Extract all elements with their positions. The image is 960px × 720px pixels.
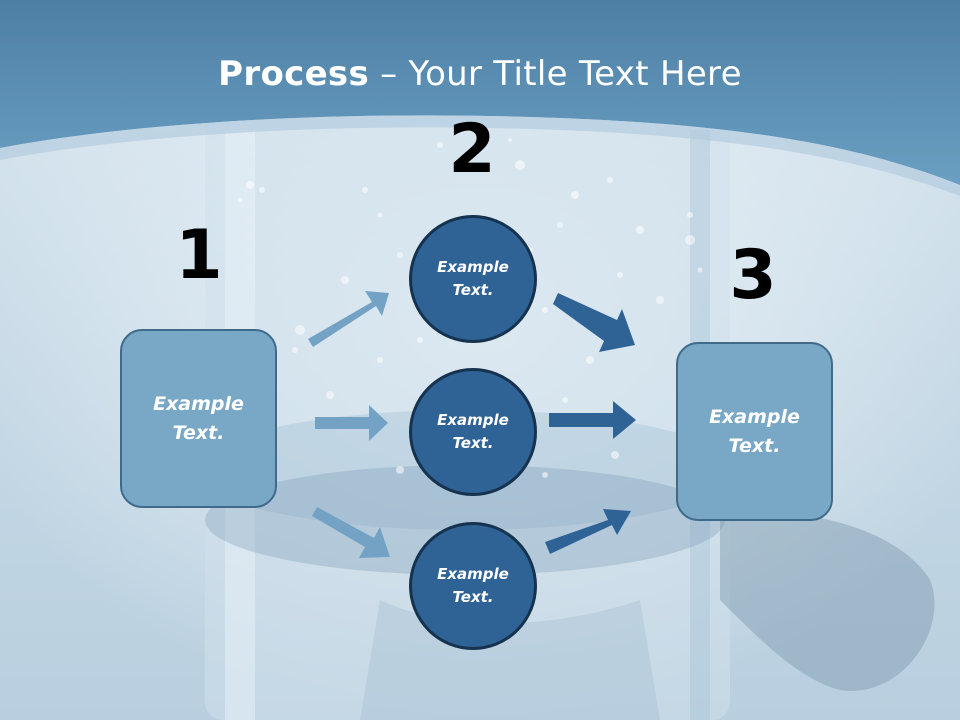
arrow-1-to-2c xyxy=(312,507,390,558)
step-number-2: 2 xyxy=(448,110,496,189)
arrow-2a-to-3 xyxy=(553,293,635,352)
step-2-circle-3-text: Example Text. xyxy=(437,565,509,606)
arrow-2c-to-3 xyxy=(545,509,631,554)
step-number-3: 3 xyxy=(729,236,777,315)
step-2-circle-2-text: Example Text. xyxy=(437,411,509,452)
step-number-1: 1 xyxy=(175,216,223,295)
title-bold: Process xyxy=(218,54,370,94)
step-2-circle-2: Example Text. xyxy=(409,368,537,496)
step-2-circle-1-text: Example Text. xyxy=(437,258,509,299)
arrow-2b-to-3 xyxy=(549,401,636,439)
arrow-1-to-2a xyxy=(308,291,389,347)
slide-title: Process – Your Title Text Here xyxy=(0,52,960,96)
step-1-box: Example Text. xyxy=(120,329,277,508)
step-3-box: Example Text. xyxy=(676,342,833,521)
step-1-text: Example Text. xyxy=(153,392,244,444)
step-3-text: Example Text. xyxy=(709,405,800,457)
step-2-circle-1: Example Text. xyxy=(409,215,537,343)
title-rest: – Your Title Text Here xyxy=(369,54,742,94)
step-2-circle-3: Example Text. xyxy=(409,522,537,650)
arrow-1-to-2b xyxy=(315,405,388,441)
